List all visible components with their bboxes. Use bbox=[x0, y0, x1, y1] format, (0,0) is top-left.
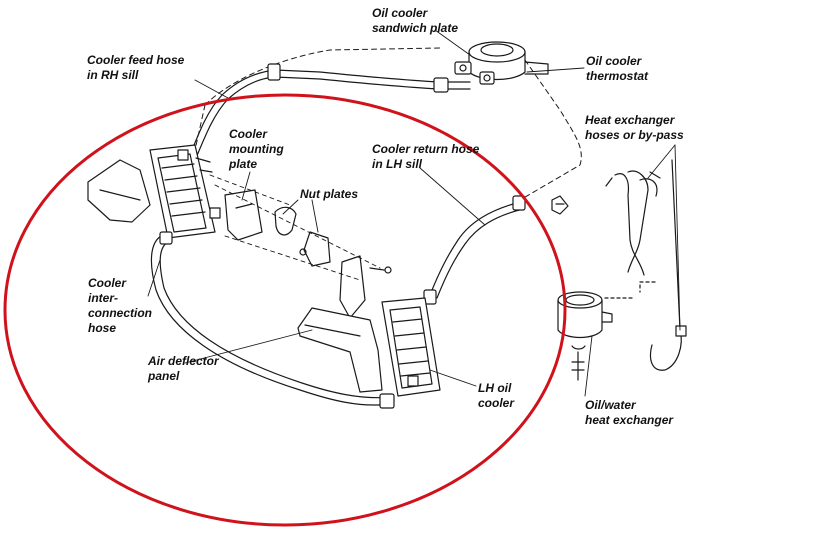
cooler-mounting-plate bbox=[224, 189, 263, 241]
label-line: Cooler feed hose bbox=[87, 53, 185, 67]
label-line: LH oil bbox=[478, 381, 512, 395]
label-cooler-feed-hose: Cooler feed hose in RH sill bbox=[87, 53, 184, 83]
leader-lines bbox=[147, 29, 681, 397]
cooler-bracket bbox=[339, 255, 366, 319]
label-line: hoses or by-pass bbox=[585, 128, 684, 142]
label-line: heat exchanger bbox=[585, 413, 674, 427]
bolt bbox=[369, 267, 385, 271]
label-line: Nut plates bbox=[300, 187, 359, 201]
cooler-feed-hose bbox=[189, 63, 471, 159]
label-line: Heat exchanger bbox=[585, 113, 675, 127]
bolt-2 bbox=[195, 157, 213, 173]
cooler-interconnection-hose bbox=[150, 231, 395, 409]
highlight-ellipse bbox=[3, 93, 567, 527]
label-cooler-interconnection-hose: Cooler inter- connection hose bbox=[88, 276, 152, 336]
label-line: sandwich plate bbox=[372, 21, 459, 35]
label-line: in LH sill bbox=[372, 157, 423, 171]
label-oil-cooler-sandwich-plate: Oil cooler sandwich plate bbox=[372, 6, 458, 36]
label-oil-water-heat-exchanger: Oil/water heat exchanger bbox=[585, 398, 673, 428]
label-line: Oil cooler bbox=[586, 54, 642, 68]
label-cooler-mounting-plate: Cooler mounting plate bbox=[229, 127, 284, 172]
label-oil-cooler-thermostat: Oil cooler thermostat bbox=[586, 54, 648, 84]
label-line: hose bbox=[88, 321, 117, 335]
label-line: Oil/water bbox=[585, 398, 636, 412]
oil-water-heat-exchanger bbox=[557, 291, 636, 381]
rh-oil-cooler bbox=[149, 144, 221, 239]
nut-plates bbox=[274, 206, 331, 267]
lh-oil-cooler bbox=[381, 297, 441, 397]
label-line: in RH sill bbox=[87, 68, 139, 82]
nut bbox=[384, 266, 392, 274]
label-line: connection bbox=[88, 306, 153, 320]
label-line: Cooler return hose bbox=[372, 142, 480, 156]
label-cooler-return-hose: Cooler return hose in LH sill bbox=[372, 142, 479, 172]
label-nut-plates: Nut plates bbox=[300, 187, 358, 202]
heat-exchanger-hoses bbox=[605, 159, 687, 371]
label-line: Cooler bbox=[88, 276, 127, 290]
air-deflector-panel bbox=[297, 307, 383, 393]
cooler-return-hose bbox=[423, 195, 526, 305]
sandwich-plate-assembly bbox=[454, 41, 549, 85]
label-heat-exchanger-hoses: Heat exchanger hoses or by-pass bbox=[585, 113, 684, 143]
label-line: Cooler bbox=[229, 127, 268, 141]
label-line: panel bbox=[148, 369, 180, 383]
label-lh-oil-cooler: LH oil cooler bbox=[478, 381, 514, 411]
label-line: mounting bbox=[229, 142, 284, 156]
label-line: Oil cooler bbox=[372, 6, 428, 20]
assembly-lines bbox=[209, 174, 381, 281]
label-air-deflector-panel: Air deflector panel bbox=[148, 354, 219, 384]
label-line: inter- bbox=[88, 291, 118, 305]
label-line: plate bbox=[229, 157, 258, 171]
label-line: thermostat bbox=[586, 69, 649, 83]
air-scoop bbox=[87, 159, 151, 223]
label-line: Air deflector bbox=[148, 354, 219, 368]
label-line: cooler bbox=[478, 396, 515, 410]
sill-outline-dashed bbox=[194, 47, 582, 201]
hose-clip bbox=[551, 195, 569, 215]
